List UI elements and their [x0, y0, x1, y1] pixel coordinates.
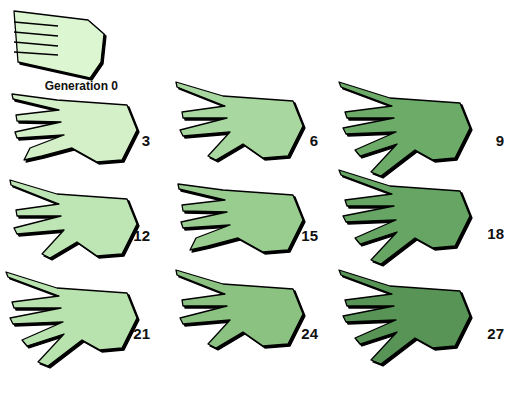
generation-number: 18	[487, 226, 504, 241]
generation-number: 21	[133, 326, 150, 341]
generation-number: 3	[142, 133, 150, 148]
generation-number: 6	[310, 133, 318, 148]
generation-title: Generation 0	[45, 80, 118, 92]
generation-number: 24	[301, 326, 318, 341]
generation-number: 12	[133, 228, 150, 243]
generation-number: 15	[301, 228, 318, 243]
generation-number: 9	[496, 133, 504, 148]
generation-number: 27	[487, 326, 504, 341]
